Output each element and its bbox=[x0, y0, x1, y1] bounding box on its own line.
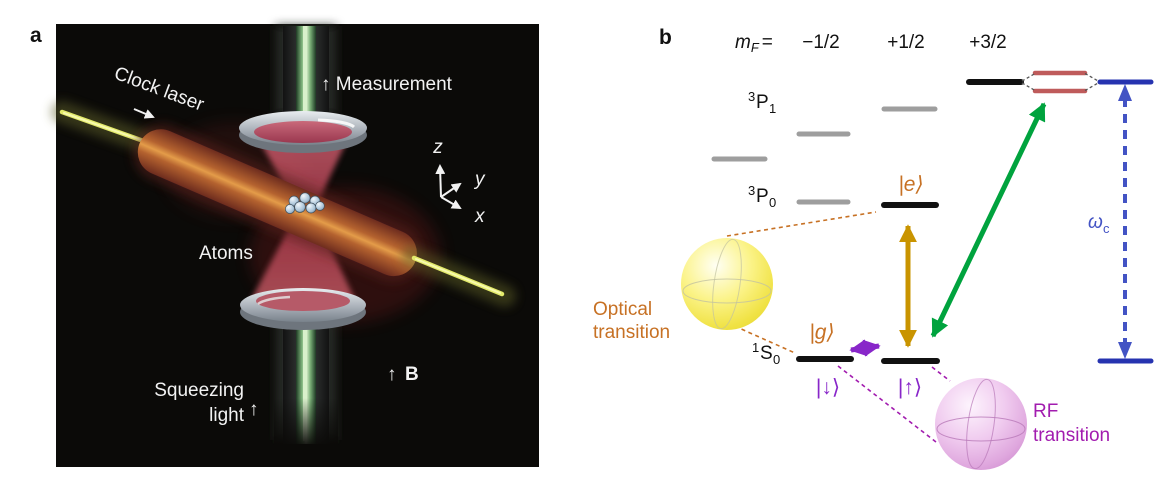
coordinate-axes bbox=[435, 164, 462, 210]
squeezing-beam-bottom bbox=[274, 318, 338, 448]
clock-laser-exit-beam bbox=[401, 246, 516, 307]
dressing-laser-arrow bbox=[930, 102, 1047, 338]
term-1s0: 1S0 bbox=[752, 340, 780, 367]
rf-transition-arrow bbox=[849, 339, 881, 357]
measurement-label: ↑ Measurement bbox=[321, 74, 453, 95]
optical-transition-label-line2: transition bbox=[593, 322, 670, 343]
axis-x-label: x bbox=[474, 206, 486, 227]
ket-e: |e⟩ bbox=[898, 173, 923, 196]
optical-sphere-links bbox=[720, 211, 877, 354]
squeezing-label-line1: Squeezing bbox=[154, 380, 244, 401]
squeezing-label-line2: light bbox=[209, 405, 245, 426]
gray-levels bbox=[711, 106, 938, 205]
mf-col-minus-half: −1/2 bbox=[802, 32, 840, 53]
ket-spin-up: |↑⟩ bbox=[898, 376, 922, 399]
black-levels bbox=[796, 79, 1024, 364]
optical-transition-label-line1: Optical bbox=[593, 299, 652, 320]
panel-b: b mF= −1/2 +1/2 +3/2 3P1 3P0 1S0 bbox=[593, 26, 1154, 470]
measurement-beam-top bbox=[276, 26, 336, 114]
mf-col-plus-three-half: +3/2 bbox=[969, 32, 1007, 53]
mf-header: mF= bbox=[735, 32, 773, 55]
dressed-levels bbox=[1032, 70, 1088, 94]
atoms-label: Atoms bbox=[199, 243, 253, 264]
panel-b-label: b bbox=[659, 26, 672, 49]
atoms-cluster bbox=[285, 192, 325, 214]
b-field-label: B bbox=[405, 364, 419, 385]
dressing-connectors bbox=[1021, 72, 1099, 92]
clock-laser-pointer-arrow bbox=[133, 108, 155, 119]
cavity-mirror-bottom bbox=[240, 288, 366, 330]
squeezing-arrow: ↑ bbox=[249, 399, 259, 420]
cavity-frequency-label: ωc bbox=[1088, 212, 1110, 236]
term-3p0: 3P0 bbox=[748, 183, 776, 210]
clock-laser-beam bbox=[133, 123, 422, 282]
term-3p1: 3P1 bbox=[748, 89, 776, 116]
rf-bloch-sphere bbox=[935, 378, 1027, 470]
ket-g: |g⟩ bbox=[809, 321, 834, 344]
cavity-frequency-arrow bbox=[1118, 84, 1132, 359]
mf-col-plus-half: +1/2 bbox=[887, 32, 925, 53]
optical-bloch-sphere bbox=[681, 238, 773, 330]
panel-a: a bbox=[30, 24, 539, 467]
b-field-arrow: ↑ bbox=[387, 364, 397, 385]
ket-spin-down: |↓⟩ bbox=[816, 376, 840, 399]
rf-sphere-links bbox=[837, 365, 951, 443]
axis-z-label: z bbox=[432, 137, 443, 158]
rf-transition-label-line1: RF bbox=[1033, 401, 1058, 422]
cavity-levels bbox=[1097, 79, 1154, 364]
cavity-mirror-top bbox=[239, 111, 367, 153]
rf-transition-label-line2: transition bbox=[1033, 425, 1110, 446]
axis-y-label: y bbox=[473, 169, 486, 190]
panel-a-label: a bbox=[30, 24, 42, 47]
